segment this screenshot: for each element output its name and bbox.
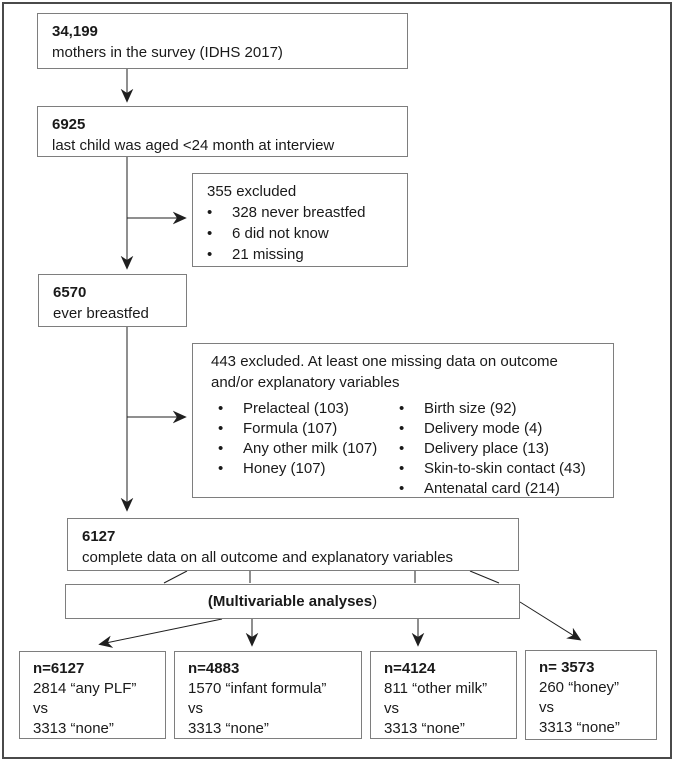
survey-total-number: 34,199 xyxy=(52,23,98,40)
outcome-vs: vs xyxy=(384,700,399,717)
complete-data-label: complete data on all outcome and explana… xyxy=(82,549,454,566)
excluded-355-list: 328 never breastfed 6 did not know 21 mi… xyxy=(207,202,393,265)
excluded-443-item: Antenatal card (214) xyxy=(399,479,601,499)
excluded-443-item: Any other milk (107) xyxy=(218,439,399,459)
box-complete-data: 6127 complete data on all outcome and ex… xyxy=(67,518,519,571)
outcome-vs: vs xyxy=(188,700,203,717)
box-excluded-443: 443 excluded. At least one missing data … xyxy=(192,343,614,499)
outcome-n: n=4883 xyxy=(188,660,240,677)
outcome-reference: 3313 “none” xyxy=(188,720,269,737)
excluded-355-item: 21 missing xyxy=(207,244,393,265)
box-multivariable-analyses: (Multivariable analyses) xyxy=(65,584,520,619)
ever-breastfed-label: ever breastfed xyxy=(53,305,149,322)
multivariable-analyses-paren: ) xyxy=(372,593,378,610)
outcome-vs: vs xyxy=(539,699,554,716)
box-outcome-honey: n= 3573 260 “honey” vs 3313 “none” xyxy=(525,650,657,740)
outcome-reference: 3313 “none” xyxy=(384,720,465,737)
box-survey-total: 34,199 mothers in the survey (IDHS 2017) xyxy=(37,13,408,69)
outcome-group: 2814 “any PLF” xyxy=(33,680,137,697)
age-filter-number: 6925 xyxy=(52,116,86,133)
excluded-443-item: Delivery place (13) xyxy=(399,439,601,459)
ever-breastfed-number: 6570 xyxy=(53,284,87,301)
excluded-443-item: Prelacteal (103) xyxy=(218,399,399,419)
box-excluded-355: 355 excluded 328 never breastfed 6 did n… xyxy=(192,173,408,267)
excluded-443-item: Birth size (92) xyxy=(399,399,601,419)
box-outcome-any-plf: n=6127 2814 “any PLF” vs 3313 “none” xyxy=(19,651,166,739)
box-ever-breastfed: 6570 ever breastfed xyxy=(38,274,187,327)
excluded-443-title: 443 excluded. At least one missing data … xyxy=(211,353,558,391)
excluded-443-right-list: Birth size (92) Delivery mode (4) Delive… xyxy=(399,399,601,499)
outcome-group: 260 “honey” xyxy=(539,679,620,696)
multivariable-analyses-label: (Multivariable analyses xyxy=(207,593,373,610)
box-outcome-other-milk: n=4124 811 “other milk” vs 3313 “none” xyxy=(370,651,517,739)
excluded-443-item: Honey (107) xyxy=(218,459,399,479)
outcome-n: n=6127 xyxy=(33,660,85,677)
outcome-n: n= 3573 xyxy=(539,659,595,676)
outcome-group: 1570 “infant formula” xyxy=(188,680,327,697)
complete-data-number: 6127 xyxy=(82,528,116,545)
excluded-355-item: 328 never breastfed xyxy=(207,202,393,223)
outcome-n: n=4124 xyxy=(384,660,436,677)
excluded-355-title: 355 excluded xyxy=(207,183,297,200)
outcome-vs: vs xyxy=(33,700,48,717)
outcome-reference: 3313 “none” xyxy=(33,720,114,737)
box-outcome-infant-formula: n=4883 1570 “infant formula” vs 3313 “no… xyxy=(174,651,362,739)
excluded-443-item: Delivery mode (4) xyxy=(399,419,601,439)
excluded-443-left-list: Prelacteal (103) Formula (107) Any other… xyxy=(218,399,399,499)
excluded-355-item: 6 did not know xyxy=(207,223,393,244)
outcome-group: 811 “other milk” xyxy=(384,680,488,697)
box-age-filter: 6925 last child was aged <24 month at in… xyxy=(37,106,408,157)
excluded-443-item: Skin-to-skin contact (43) xyxy=(399,459,601,479)
excluded-443-item: Formula (107) xyxy=(218,419,399,439)
excluded-443-columns: Prelacteal (103) Formula (107) Any other… xyxy=(211,399,601,499)
age-filter-label: last child was aged <24 month at intervi… xyxy=(52,137,335,154)
outcome-reference: 3313 “none” xyxy=(539,719,620,736)
survey-total-label: mothers in the survey (IDHS 2017) xyxy=(52,44,283,61)
